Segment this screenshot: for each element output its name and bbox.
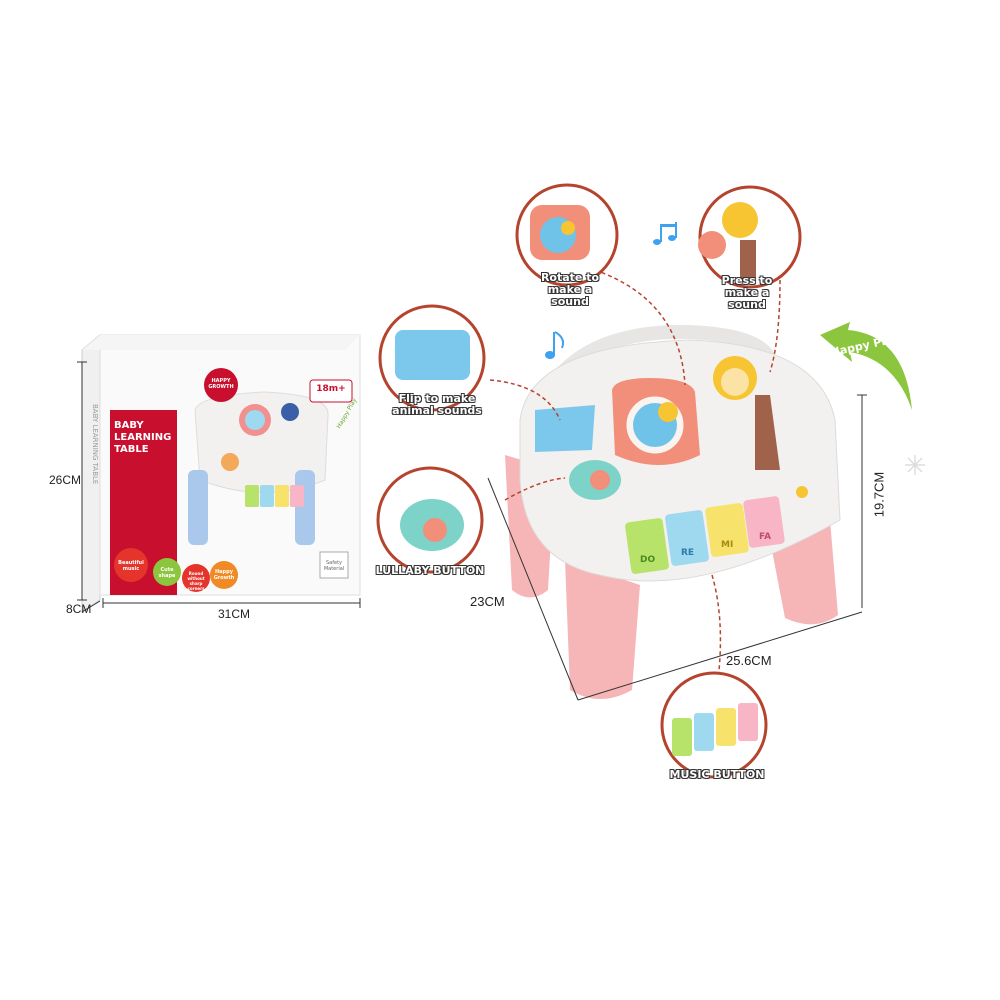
piano-key-fa: FA	[759, 532, 772, 542]
box-badge-happy-growth: HAPPY GROWTH	[208, 378, 234, 390]
dim-box-width: 31CM	[218, 607, 251, 621]
sparkle-icon	[905, 455, 925, 475]
piano-key-do: DO	[640, 555, 656, 565]
music-note-icon	[653, 222, 677, 245]
callout-music-label: MUSIC BUTTON	[669, 768, 765, 781]
box-safety-label: Safety Material	[323, 560, 345, 572]
callout-flip-label: Flip to make animal sounds	[392, 392, 482, 417]
dim-table-depth: 23CM	[470, 594, 505, 609]
piano-key-mi: MI	[721, 540, 734, 550]
callout-press-label: Press to make a sound	[721, 274, 773, 311]
box-title-line3: TABLE	[114, 444, 149, 455]
box-age-badge: 18m+	[316, 384, 346, 394]
box-feature-1: Beautiful music	[118, 560, 144, 572]
callout-lullaby-label: LULLABY BUTTON	[375, 564, 485, 577]
box-feature-4: Happy Growth	[213, 569, 235, 581]
box-title: BABY LEARNING TABLE	[114, 420, 176, 456]
callout-rotate-label: Rotate to make a sound	[540, 271, 600, 308]
dim-box-height: 26CM	[49, 473, 82, 487]
box-feature-3: Round without sharp corners	[187, 571, 205, 591]
box-title-line2: LEARNING	[114, 432, 172, 443]
dim-box-depth: 8CM	[66, 602, 92, 616]
dim-table-width: 25.6CM	[726, 653, 772, 668]
box-feature-2: Cute shape	[158, 567, 176, 579]
box-title-line1: BABY	[114, 420, 144, 431]
music-note-icon-2	[545, 331, 565, 359]
piano-key-re: RE	[681, 548, 695, 558]
